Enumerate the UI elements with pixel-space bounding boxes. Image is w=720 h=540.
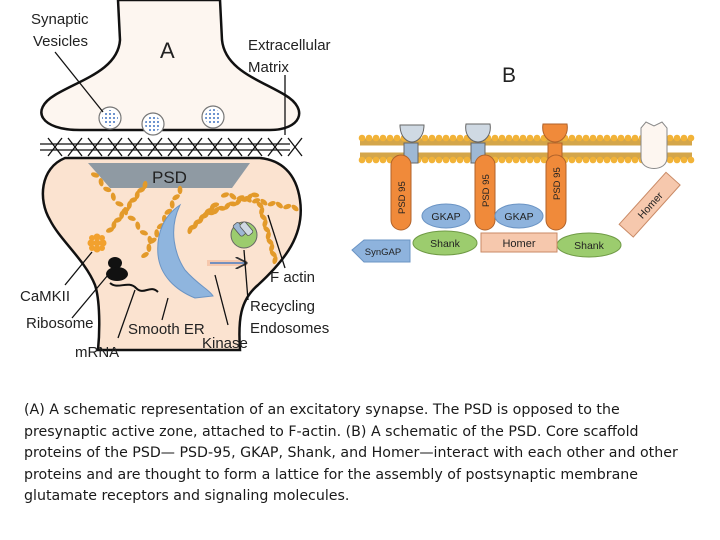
label-ribosome: Ribosome <box>26 315 94 332</box>
svg-text:Homer: Homer <box>502 238 535 250</box>
psd95-3: PSD 95 <box>545 154 567 231</box>
svg-text:PSD 95: PSD 95 <box>397 181 408 214</box>
panel-b: B PSD 95 PSD 95 <box>351 64 695 263</box>
panel-a-letter: A <box>160 38 175 63</box>
svg-text:PSD 95: PSD 95 <box>481 174 492 207</box>
leader-lines <box>54 51 286 339</box>
label-extracellular-matrix-1: Extracellular <box>248 37 331 54</box>
panel-b-letter: B <box>502 64 516 87</box>
extracellular-matrix <box>40 143 290 151</box>
smooth-er <box>157 203 214 299</box>
shank-2: Shank <box>556 232 622 258</box>
label-f-actin: F actin <box>270 269 315 286</box>
label-camkii: CaMKII <box>20 288 70 305</box>
svg-text:GKAP: GKAP <box>431 211 460 223</box>
psd95-2: PSD 95 <box>474 154 496 231</box>
svg-text:GKAP: GKAP <box>504 211 533 223</box>
label-mrna: mRNA <box>75 344 119 361</box>
gkap-1: GKAP <box>421 203 471 229</box>
svg-text:Shank: Shank <box>430 238 461 250</box>
ribosome-icon <box>106 257 128 281</box>
synaptic-vesicles <box>98 105 225 136</box>
homer-receptor <box>640 121 668 169</box>
shank-1: Shank <box>412 230 478 256</box>
recycling-endosome-icon <box>230 221 258 249</box>
syngap: SynGAP <box>351 239 411 263</box>
homer-horizontal: Homer <box>480 232 558 253</box>
label-psd: PSD <box>152 168 187 187</box>
label-recycling: Recycling <box>250 298 315 315</box>
actin-filaments <box>90 172 299 265</box>
svg-text:Shank: Shank <box>574 240 605 252</box>
camkii-icon <box>87 233 107 253</box>
psd95-1: PSD 95 <box>390 154 412 231</box>
presynaptic-terminal <box>40 0 301 132</box>
svg-text:SynGAP: SynGAP <box>365 247 401 258</box>
label-extracellular-matrix-2: Matrix <box>248 59 289 76</box>
label-kinase: Kinase <box>202 335 248 352</box>
label-smooth-er: Smooth ER <box>128 321 205 338</box>
panel-a: Synaptic Vesicles A Extracellular Matrix… <box>20 0 331 361</box>
figure-caption: (A) A schematic representation of an exc… <box>24 402 678 504</box>
mrna-strand <box>109 282 159 293</box>
homer-diagonal: Homer <box>618 171 681 238</box>
label-endosomes: Endosomes <box>250 320 329 337</box>
synapse-figure: Synaptic Vesicles A Extracellular Matrix… <box>20 0 695 361</box>
receptor-2 <box>465 123 491 164</box>
label-synaptic-vesicles-1: Synaptic <box>31 11 89 28</box>
gkap-2: GKAP <box>494 203 544 229</box>
label-synaptic-vesicles-2: Vesicles <box>33 33 88 50</box>
psd-bar <box>88 163 250 188</box>
svg-text:PSD 95: PSD 95 <box>552 167 563 200</box>
